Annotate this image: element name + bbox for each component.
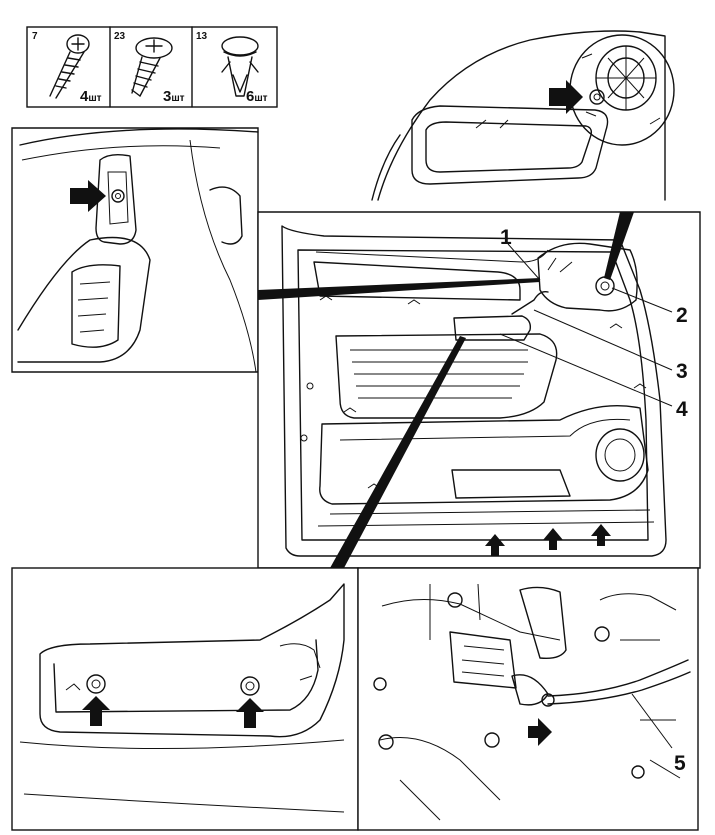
fastener-code-7: 7 <box>32 31 38 42</box>
callout-4: 4 <box>676 398 688 421</box>
pointer-wedge <box>604 212 634 280</box>
pointer-wedge <box>330 336 466 568</box>
fastener-screw-23: 23 3шт <box>114 31 185 105</box>
arrow-up-icon <box>485 534 505 556</box>
callout-2: 2 <box>676 304 688 327</box>
arrow-right-icon <box>549 80 583 114</box>
push-clip-icon <box>221 36 259 97</box>
pan-head-screw-icon <box>131 37 173 97</box>
screw-head-icon <box>589 89 605 105</box>
detail-armrest-bottom-screws <box>11 567 359 831</box>
self-tapping-screw-icon <box>49 34 90 99</box>
fastener-clip-13: 13 6шт <box>196 31 268 105</box>
callout-5: 5 <box>674 752 686 775</box>
fastener-qty-7: 4шт <box>80 88 102 105</box>
fastener-code-13: 13 <box>196 31 208 42</box>
arrow-up-icon <box>82 696 110 726</box>
main-door-panel-view: 1 2 3 4 <box>257 211 701 569</box>
arrow-up-icon <box>543 528 563 550</box>
fastener-qty-23: 3шт <box>163 88 185 105</box>
pointer-wedge <box>258 278 540 300</box>
arrow-right-icon <box>528 718 552 746</box>
callout-3: 3 <box>676 360 688 383</box>
arrow-up-icon <box>591 524 611 546</box>
detail-armrest-screw <box>11 127 259 373</box>
arrow-up-icon <box>236 698 264 728</box>
fastener-qty-13: 6шт <box>246 88 268 105</box>
arrow-right-icon <box>70 180 106 212</box>
fastener-legend: 7 4шт 23 3шт <box>26 26 278 108</box>
fastener-screw-7: 7 4шт <box>32 31 102 105</box>
detail-inner-handle-screw <box>371 30 675 201</box>
fastener-code-23: 23 <box>114 31 126 42</box>
detail-handle-cable: 5 <box>357 567 699 831</box>
callout-1: 1 <box>500 226 512 249</box>
